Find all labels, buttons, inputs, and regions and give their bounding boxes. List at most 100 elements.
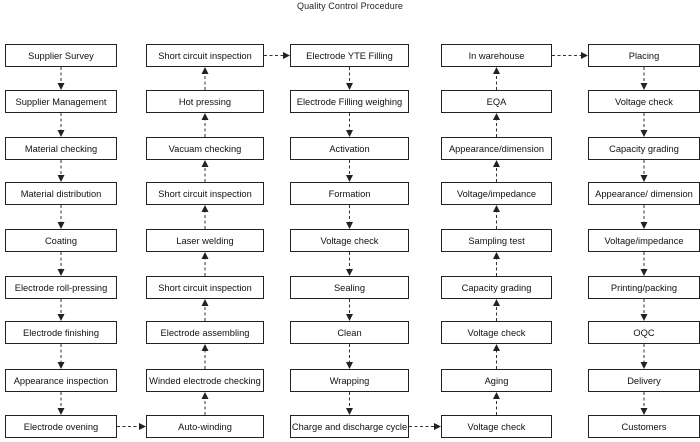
step-label: Hot pressing <box>179 97 231 107</box>
arrow-head-icon <box>201 252 209 259</box>
arrow-head-icon <box>640 269 648 276</box>
step-label: Supplier Survey <box>28 51 94 61</box>
step-box <box>290 90 409 113</box>
step-label: Electrode assembling <box>161 328 250 338</box>
step-box <box>290 415 409 438</box>
step-box <box>441 369 552 392</box>
step-auto-winding: Auto-winding <box>146 415 264 438</box>
arrow-head-icon <box>201 160 209 167</box>
arrow-head-icon <box>57 222 65 229</box>
arrow-head-icon <box>640 314 648 321</box>
arrow-head-icon <box>57 408 65 415</box>
step-box <box>146 369 264 392</box>
step-formation: Formation <box>290 182 409 205</box>
step-electrode-ovening: Electrode ovening <box>5 415 117 438</box>
arrow-head-icon <box>201 344 209 351</box>
step-label: Customers <box>622 422 667 432</box>
arrow-head-icon <box>201 67 209 74</box>
arrow-head-icon <box>201 113 209 120</box>
arrow-head-icon <box>640 222 648 229</box>
step-box <box>5 229 117 252</box>
step-supplier-management: Supplier Management <box>5 90 117 113</box>
arrow-head-icon <box>493 299 500 306</box>
step-vacuam-checking: Vacuam checking <box>146 137 264 160</box>
step-label: Auto-winding <box>178 422 232 432</box>
diagram-title: Quality Control Procedure <box>296 1 404 11</box>
step-box <box>146 321 264 344</box>
step-box <box>146 229 264 252</box>
step-label: Short circuit inspection <box>158 51 252 61</box>
step-electrode-roll-pressing: Electrode roll-pressing <box>5 276 117 299</box>
step-box <box>146 276 264 299</box>
step-box <box>441 415 552 438</box>
arrow-head-icon <box>493 205 500 212</box>
step-label: Electrode roll-pressing <box>15 283 108 293</box>
arrow-head-icon <box>346 175 353 182</box>
step-box <box>146 182 264 205</box>
arrow-head-icon <box>57 83 65 90</box>
step-printing-packing: Printing/packing <box>588 276 700 299</box>
step-box <box>441 182 552 205</box>
step-winded-electrode-checking: Winded electrode checking <box>146 369 264 392</box>
arrow-head-icon <box>346 362 353 369</box>
step-label: Delivery <box>627 376 661 386</box>
step-capacity-grading: Capacity grading <box>588 137 700 160</box>
step-clean: Clean <box>290 321 409 344</box>
arrow-head-icon <box>346 314 353 321</box>
step-appearance-dimension: Appearance/ dimension <box>588 182 700 205</box>
step-label: Laser welding <box>176 236 233 246</box>
step-in-warehouse: In warehouse <box>441 44 552 67</box>
arrow-head-icon <box>581 52 588 59</box>
arrow-head-icon <box>201 299 209 306</box>
step-electrode-yte-filling: Electrode YTE Filling <box>290 44 409 67</box>
step-coating: Coating <box>5 229 117 252</box>
step-label: Voltage check <box>468 328 526 338</box>
step-label: Voltage/impedance <box>604 236 683 246</box>
step-wrapping: Wrapping <box>290 369 409 392</box>
step-label: Appearance inspection <box>14 376 109 386</box>
step-label: Printing/packing <box>611 283 677 293</box>
step-supplier-survey: Supplier Survey <box>5 44 117 67</box>
step-label: Voltage check <box>468 422 526 432</box>
step-short-circuit-inspection: Short circuit inspection <box>146 276 264 299</box>
step-label: Short circuit inspection <box>158 189 252 199</box>
step-label: Electrode ovening <box>24 422 98 432</box>
step-label: Capacity grading <box>462 283 532 293</box>
step-label: Appearance/ dimension <box>595 189 693 199</box>
step-box <box>290 369 409 392</box>
step-box <box>290 137 409 160</box>
step-label: Electrode finishing <box>23 328 99 338</box>
arrow-head-icon <box>201 392 209 399</box>
step-charge-and-discharge-cycle: Charge and discharge cycle <box>290 415 409 438</box>
step-placing: Placing <box>588 44 700 67</box>
step-label: Activation <box>329 144 369 154</box>
step-label: EQA <box>487 97 507 107</box>
step-aging: Aging <box>441 369 552 392</box>
step-sealing: Sealing <box>290 276 409 299</box>
step-box <box>441 321 552 344</box>
arrow-head-icon <box>493 113 500 120</box>
arrow-head-icon <box>57 314 65 321</box>
arrow-head-icon <box>57 362 65 369</box>
step-material-checking: Material checking <box>5 137 117 160</box>
step-laser-welding: Laser welding <box>146 229 264 252</box>
step-short-circuit-inspection: Short circuit inspection <box>146 182 264 205</box>
step-label: Sampling test <box>468 236 525 246</box>
arrow-head-icon <box>434 423 441 430</box>
step-oqc: OQC <box>588 321 700 344</box>
step-box <box>5 137 117 160</box>
arrow-head-icon <box>139 423 146 430</box>
step-label: Electrode Filling weighing <box>297 97 402 107</box>
step-label: Wrapping <box>330 376 370 386</box>
step-voltage-impedance: Voltage/impedance <box>441 182 552 205</box>
step-label: Voltage/impedance <box>457 189 536 199</box>
step-label: Coating <box>45 236 77 246</box>
step-box <box>5 369 117 392</box>
step-label: Vacuam checking <box>169 144 242 154</box>
arrow-head-icon <box>640 175 648 182</box>
step-box <box>290 182 409 205</box>
step-voltage-check: Voltage check <box>441 321 552 344</box>
step-box <box>441 276 552 299</box>
step-delivery: Delivery <box>588 369 700 392</box>
step-label: Aging <box>485 376 509 386</box>
